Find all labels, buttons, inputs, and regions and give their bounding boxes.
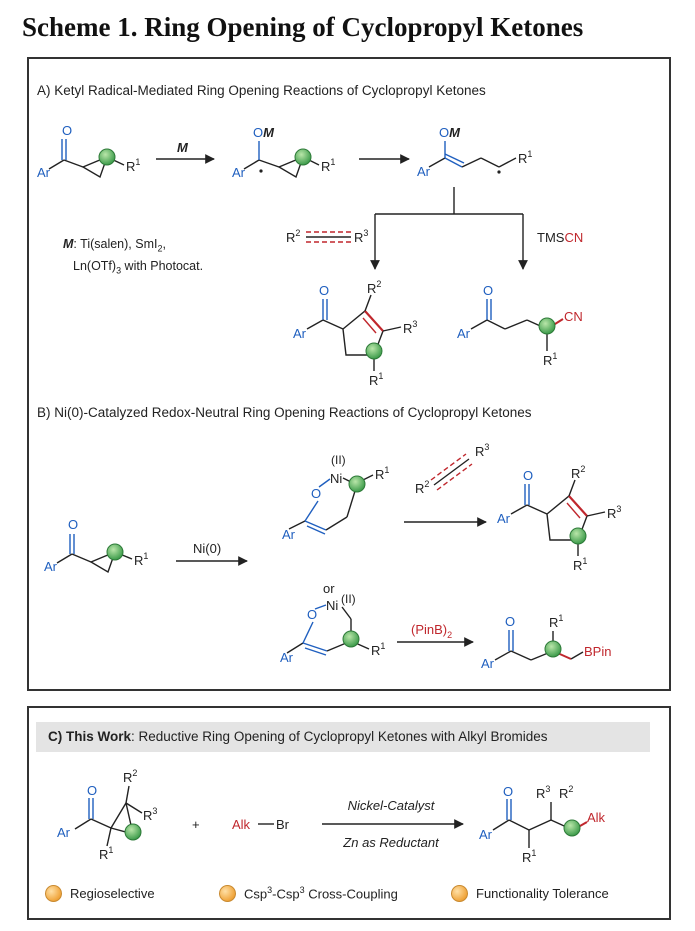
svg-text:Ar: Ar — [232, 165, 246, 180]
b-nickelacycle-bottom — [286, 604, 370, 656]
scheme-c-structures: O Ar R2 R3 R1 + Alk Br Nickel-Catalyst Z… — [57, 768, 606, 865]
b-pinb2-label: (PinB)2 — [411, 622, 452, 640]
a-ketyl — [243, 141, 320, 179]
a-tmscn: TMSCN — [537, 230, 583, 245]
svg-text:R2: R2 — [123, 768, 137, 785]
section-a-heading: A) Ketyl Radical-Mediated Ring Opening R… — [37, 83, 486, 98]
svg-text:R1: R1 — [134, 551, 148, 568]
panel-ab: A) Ketyl Radical-Mediated Ring Opening R… — [27, 57, 671, 691]
a-substrate-ar: Ar — [37, 165, 51, 180]
svg-text:R1: R1 — [369, 371, 383, 388]
svg-text:R1: R1 — [543, 351, 557, 368]
scheme-title: Scheme 1. Ring Opening of Cyclopropyl Ke… — [22, 12, 584, 42]
c-heading-bar: C) This Work: Reductive Ring Opening of … — [36, 722, 650, 752]
svg-text:R2: R2 — [367, 279, 381, 296]
svg-text:R1: R1 — [371, 641, 385, 658]
svg-text:BPin: BPin — [584, 644, 611, 659]
a-open-radical — [428, 141, 517, 168]
bullet-cross-coupling: Csp3-Csp3 Cross-Coupling — [219, 885, 398, 902]
svg-text:R1: R1 — [99, 845, 113, 862]
svg-text:R3: R3 — [607, 504, 621, 521]
c-reductant-label: Zn as Reductant — [342, 835, 440, 850]
a-cyclopentene — [306, 294, 402, 371]
svg-text:R3: R3 — [536, 784, 550, 801]
svg-text:(II): (II) — [331, 453, 346, 467]
a-substrate-o: O — [62, 123, 72, 138]
svg-text:Ar: Ar — [479, 827, 493, 842]
svg-text:Ar: Ar — [481, 656, 495, 671]
svg-text:R2: R2 — [415, 479, 429, 496]
svg-text:Ar: Ar — [457, 326, 471, 341]
c-substrate — [74, 785, 143, 847]
svg-text:Ar: Ar — [57, 825, 71, 840]
svg-text:R3: R3 — [475, 442, 489, 459]
c-catalyst-label: Nickel-Catalyst — [348, 798, 436, 813]
svg-text:O: O — [68, 517, 78, 532]
svg-text:R2: R2 — [571, 464, 585, 481]
svg-text:O: O — [319, 283, 329, 298]
svg-text:Ar: Ar — [417, 164, 431, 179]
svg-text:Ni: Ni — [326, 598, 338, 613]
svg-text:Ar: Ar — [293, 326, 307, 341]
a-alkyne: R2 — [286, 228, 300, 245]
svg-text:O: O — [311, 486, 321, 501]
svg-text:Ar: Ar — [44, 559, 58, 574]
svg-text:Ni: Ni — [330, 471, 342, 486]
svg-text:R3: R3 — [354, 228, 368, 245]
bullet-functionality: Functionality Tolerance — [451, 885, 609, 902]
b-or: or — [323, 581, 335, 596]
svg-text:R3: R3 — [403, 319, 417, 336]
m-reagent-note: M: Ti(salen), SmI2, Ln(OTf)3 with Photoc… — [63, 237, 204, 275]
a-arrow-m-label: M — [177, 140, 189, 155]
a-substrate-r1: R1 — [126, 157, 140, 174]
bullet-dot-icon — [219, 885, 236, 902]
svg-text:Ar: Ar — [497, 511, 511, 526]
svg-text:O: O — [503, 784, 513, 799]
bullet-dot-icon — [45, 885, 62, 902]
bullet-regioselective: Regioselective — [45, 885, 155, 902]
svg-text:R1: R1 — [522, 848, 536, 865]
section-b-heading: B) Ni(0)-Catalyzed Redox-Neutral Ring Op… — [37, 405, 532, 420]
svg-text:OM: OM — [439, 125, 461, 140]
svg-text:Alk: Alk — [587, 810, 606, 825]
b-cyclopentene — [510, 479, 606, 556]
a-substrate-green-dot — [98, 148, 116, 166]
svg-text:Ar: Ar — [282, 527, 296, 542]
svg-text:R1: R1 — [321, 157, 335, 174]
c-heading-bold: C) This Work — [48, 729, 132, 744]
panel-c: C) This Work: Reductive Ring Opening of … — [27, 706, 671, 920]
svg-text:R2: R2 — [559, 784, 573, 801]
svg-text:(II): (II) — [341, 592, 356, 606]
bullet-dot-icon — [451, 885, 468, 902]
svg-text:O: O — [307, 607, 317, 622]
svg-text:R1: R1 — [549, 613, 563, 630]
c-plus: + — [192, 817, 200, 832]
c-br: Br — [276, 817, 290, 832]
svg-text:R1: R1 — [375, 465, 389, 482]
svg-text:Ar: Ar — [280, 650, 294, 665]
svg-text:O: O — [87, 783, 97, 798]
svg-text:CN: CN — [564, 309, 583, 324]
svg-text:R1: R1 — [573, 556, 587, 573]
a-ketyl-om: OM — [253, 125, 275, 140]
svg-text:O: O — [505, 614, 515, 629]
scheme-ab-structures: O Ar R1 M OM Ar R1 — [37, 123, 621, 671]
c-heading-rest: : Reductive Ring Opening of Cyclopropyl … — [131, 729, 548, 744]
b-boronate — [494, 630, 584, 661]
a-branch-arrows — [370, 187, 528, 270]
svg-text:R1: R1 — [518, 149, 532, 166]
svg-text:O: O — [523, 468, 533, 483]
b-ni0-label: Ni(0) — [193, 541, 221, 556]
c-alk: Alk — [232, 817, 251, 832]
svg-text:R3: R3 — [143, 806, 157, 823]
svg-text:O: O — [483, 283, 493, 298]
